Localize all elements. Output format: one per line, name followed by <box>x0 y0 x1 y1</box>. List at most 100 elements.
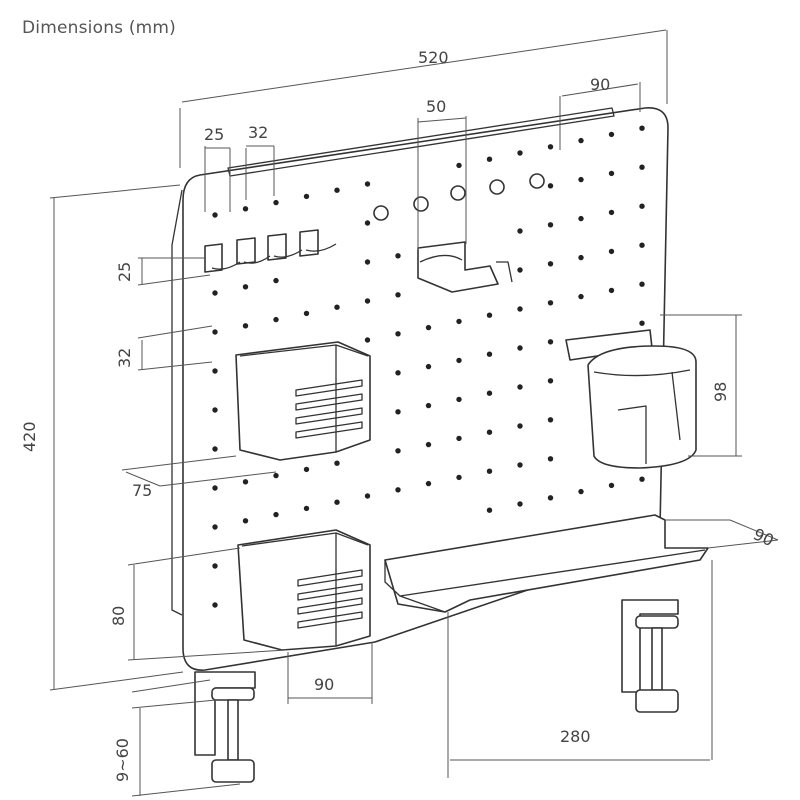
peg-hole <box>639 125 645 131</box>
peg-hole <box>242 206 249 212</box>
peg-hole <box>608 209 615 216</box>
peg-hole <box>212 290 218 296</box>
peg-hole <box>212 563 218 569</box>
peg-hole <box>639 281 645 287</box>
peg-hole <box>517 462 523 468</box>
peg-hole <box>456 357 462 364</box>
peg-hole <box>456 435 462 442</box>
peg-hole <box>547 261 554 267</box>
peg-hole <box>517 501 523 507</box>
top-rail <box>227 107 615 177</box>
peg-hole <box>303 310 310 317</box>
peg-hole <box>578 488 584 495</box>
peg-hole <box>334 499 340 505</box>
peg-hole <box>364 337 371 343</box>
peg-hole <box>395 292 401 298</box>
peg-hole <box>608 131 615 138</box>
peg-hole <box>608 287 615 294</box>
peg-hole <box>486 390 493 396</box>
peg-hole <box>395 448 401 454</box>
dim-box-depth: 75 <box>132 481 152 500</box>
cup-holder <box>565 329 697 469</box>
peg-hole <box>242 518 249 524</box>
peg-hole <box>334 304 340 310</box>
peg-hole <box>547 339 554 345</box>
peg-hole <box>212 446 218 452</box>
peg-hole <box>395 370 401 376</box>
peg-hole <box>517 150 523 156</box>
peg-hole <box>273 277 279 284</box>
peg-hole <box>212 602 218 608</box>
peg-hole <box>639 242 645 248</box>
left-clamp <box>194 671 256 783</box>
peg-hole <box>486 156 493 162</box>
peg-hole <box>273 472 279 479</box>
peg-hole <box>303 193 310 200</box>
peg-hole <box>547 417 554 423</box>
peg-hole <box>425 480 432 487</box>
peg-hole <box>334 187 340 193</box>
diagram-title: Dimensions (mm) <box>22 18 177 38</box>
dim-clamp-range: 9~60 <box>113 738 132 782</box>
dim-shelf-depth: 90 <box>750 524 776 550</box>
peg-hole <box>517 228 523 234</box>
peg-hole <box>517 345 523 351</box>
peg-hole <box>425 441 432 448</box>
pegboard-holes <box>212 125 645 608</box>
dim-cup-height: 98 <box>711 382 730 402</box>
peg-hole <box>547 144 554 150</box>
peg-hole <box>578 215 584 222</box>
peg-hole <box>578 176 584 183</box>
peg-hole <box>242 284 249 290</box>
hook-set <box>204 229 337 273</box>
peg-hole <box>547 300 554 306</box>
peg-hole <box>517 267 523 273</box>
peg-hole <box>486 507 493 513</box>
peg-hole <box>425 324 432 331</box>
peg-hole <box>547 378 554 384</box>
peg-hole <box>578 254 584 261</box>
dim-holder-width: 50 <box>426 97 446 116</box>
peg-hole <box>395 487 401 493</box>
peg-hole <box>547 222 554 228</box>
shelf <box>384 514 709 613</box>
peg-hole <box>364 220 371 226</box>
peg-hole <box>273 316 279 323</box>
peg-hole <box>486 312 493 318</box>
peg-hole <box>639 164 645 170</box>
peg-hole <box>639 203 645 209</box>
dim-hole-pitch: 32 <box>115 348 134 368</box>
peg-hole <box>212 329 218 335</box>
peg-hole <box>456 396 462 403</box>
dim-shelf-width: 90 <box>590 75 610 94</box>
peg-hole <box>486 429 493 435</box>
peg-hole <box>456 162 462 169</box>
peg-hole <box>486 351 493 357</box>
peg-hole <box>578 137 584 144</box>
peg-hole <box>395 331 401 337</box>
peg-hole <box>212 368 218 374</box>
peg-hole <box>303 466 310 473</box>
upper-storage-box <box>235 341 371 461</box>
peg-hole <box>425 363 432 370</box>
peg-hole <box>212 485 218 491</box>
dim-hook-height: 25 <box>115 262 134 282</box>
tool-holder <box>417 241 513 293</box>
dimension-lines <box>49 29 779 797</box>
peg-hole <box>578 293 584 300</box>
peg-hole <box>334 460 340 466</box>
peg-hole <box>212 212 218 218</box>
peg-hole <box>364 493 371 499</box>
peg-hole <box>273 199 279 206</box>
peg-hole <box>273 511 279 518</box>
peg-hole <box>547 456 554 462</box>
peg-hole <box>212 524 218 530</box>
peg-hole <box>242 479 249 485</box>
dim-hook-spacing-b: 32 <box>248 123 268 142</box>
peg-hole <box>364 181 371 187</box>
dim-clamp-spacing: 280 <box>560 727 591 746</box>
board-edge <box>171 189 183 616</box>
peg-hole <box>517 423 523 429</box>
peg-hole <box>517 306 523 312</box>
